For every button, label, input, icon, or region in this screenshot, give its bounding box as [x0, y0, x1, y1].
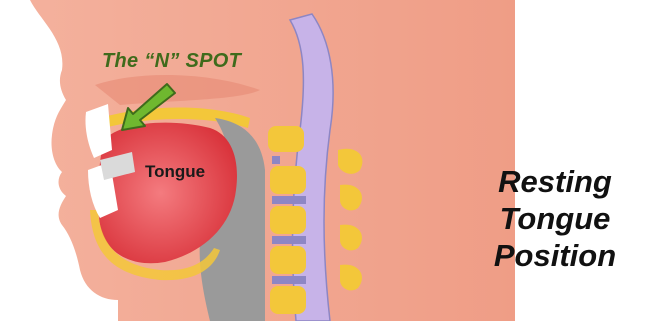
title-line-3: Position — [470, 237, 640, 274]
title-line-1: Resting — [470, 163, 640, 200]
n-spot-label: The “N” SPOT — [102, 50, 241, 73]
title-line-2: Tongue — [470, 200, 640, 237]
diagram-title: Resting Tongue Position — [470, 163, 640, 274]
tongue-label: Tongue — [145, 162, 205, 182]
